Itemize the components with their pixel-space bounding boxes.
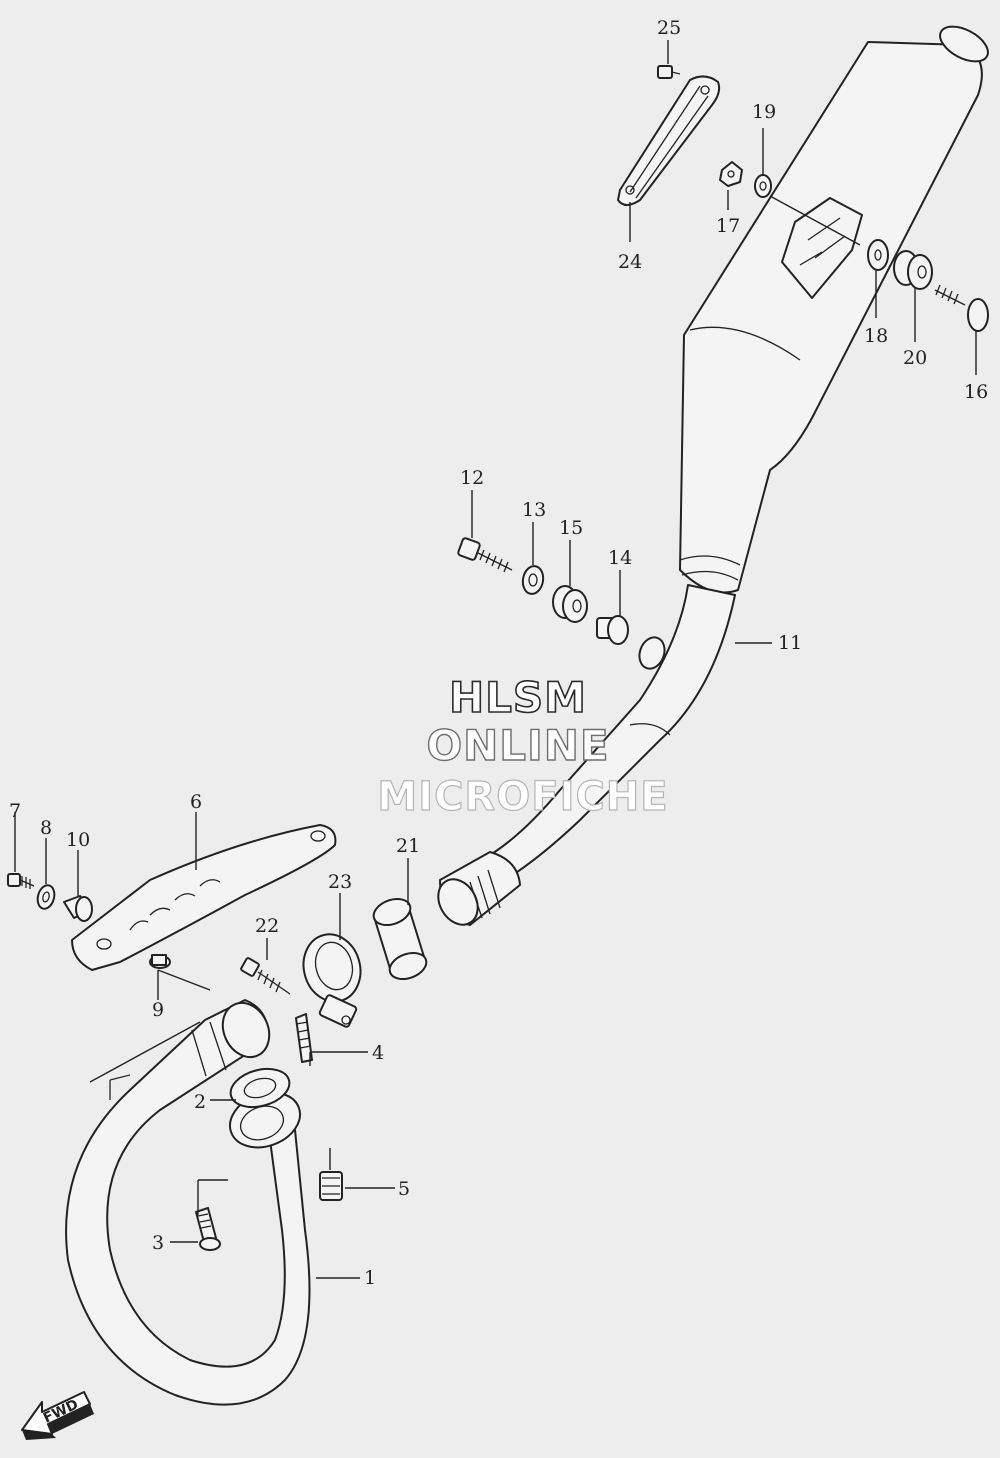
callout-23: 23 [328, 871, 352, 893]
gasket[interactable] [226, 1063, 293, 1113]
callout-7: 7 [9, 800, 21, 822]
callout-10: 10 [66, 829, 90, 851]
fwd-arrow: FWD [21, 1391, 94, 1440]
washer-19[interactable] [754, 174, 772, 198]
callout-5: 5 [398, 1178, 410, 1200]
callout-9: 9 [152, 999, 164, 1021]
watermark-line-2: ONLINE [426, 721, 609, 770]
callout-12: 12 [460, 467, 484, 489]
bolt-25[interactable] [657, 65, 681, 79]
callout-11: 11 [778, 632, 802, 654]
callout-13: 13 [522, 499, 546, 521]
nut-5[interactable] [319, 1171, 343, 1201]
washer-13[interactable] [521, 564, 546, 595]
callout-25: 25 [657, 17, 681, 39]
bolt-22[interactable] [240, 957, 291, 995]
watermark: HLSM ONLINE MICROFICHE [377, 672, 668, 820]
sleeve-21[interactable] [370, 894, 430, 984]
callout-3: 3 [152, 1232, 164, 1254]
callout-18: 18 [864, 325, 888, 347]
washer-18[interactable] [867, 239, 889, 271]
callout-20: 20 [903, 347, 927, 369]
bolt-7[interactable] [7, 873, 35, 889]
bolt-9[interactable] [149, 954, 171, 969]
callout-15: 15 [559, 517, 583, 539]
clamp-23[interactable] [296, 928, 368, 1028]
callout-16: 16 [964, 381, 988, 403]
callout-1: 1 [364, 1267, 376, 1289]
mid-pipe[interactable] [430, 584, 736, 932]
grommet-15[interactable] [552, 585, 588, 623]
muffler-assembly[interactable] [679, 19, 994, 594]
bolt-16[interactable] [934, 284, 989, 332]
callout-24: 24 [618, 251, 642, 273]
callout-4: 4 [372, 1042, 384, 1064]
bolt-12[interactable] [457, 537, 513, 573]
collar-14[interactable] [596, 615, 629, 645]
callout-19: 19 [752, 101, 776, 123]
callout-14: 14 [608, 547, 632, 569]
callout-17: 17 [716, 215, 740, 237]
grommet-20[interactable] [893, 250, 933, 290]
callout-21: 21 [396, 835, 420, 857]
watermark-line-3: MICROFICHE [377, 774, 668, 820]
callout-22: 22 [255, 915, 279, 937]
callout-8: 8 [40, 817, 52, 839]
stud-4[interactable] [295, 1013, 313, 1063]
header-pipe[interactable] [65, 995, 311, 1406]
leader-lines [14, 40, 977, 1279]
band-24[interactable] [617, 75, 721, 206]
nut-17[interactable] [719, 161, 743, 187]
collar-10[interactable] [63, 895, 93, 922]
callout-6: 6 [190, 791, 202, 813]
bolt-3[interactable] [195, 1207, 221, 1251]
callout-2: 2 [194, 1091, 206, 1113]
callout-numbers: 25 24 19 17 18 20 16 12 13 15 14 11 7 8 … [9, 17, 988, 1289]
watermark-line-1: HLSM [449, 673, 587, 722]
washer-8[interactable] [35, 883, 57, 910]
heat-shield[interactable] [71, 824, 337, 971]
